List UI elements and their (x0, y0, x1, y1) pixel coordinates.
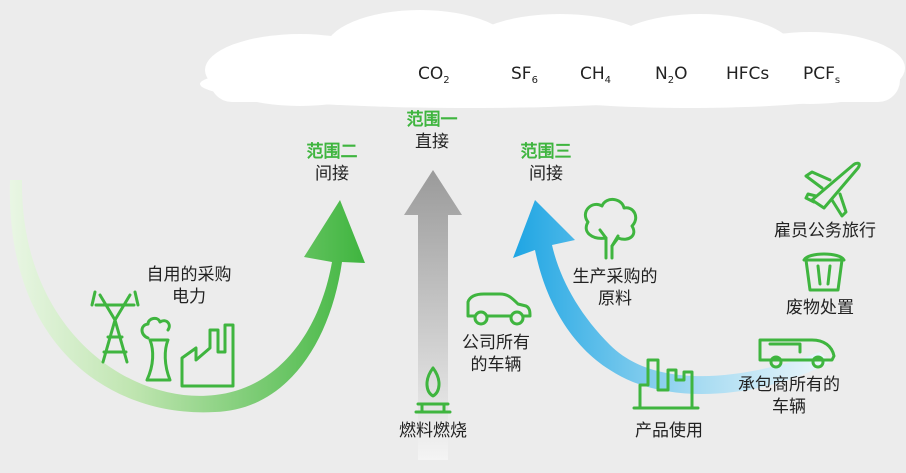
gas-cloud (200, 10, 905, 108)
label-line: 生产采购的 (572, 267, 658, 287)
label-contractor-vehicles: 承包商所有的 车辆 (724, 374, 854, 418)
scope1-arrow (404, 170, 462, 460)
label-line: 的车辆 (470, 355, 522, 375)
gas-co2: CO2 (418, 64, 450, 86)
label-product-use: 产品使用 (635, 421, 703, 441)
scope1-type: 直接 (415, 132, 449, 152)
gas-sf6: SF6 (511, 64, 538, 86)
scope2-title: 范围二 (306, 142, 358, 162)
scope2-label: 范围二 间接 (292, 141, 372, 185)
scope3-title: 范围三 (520, 142, 572, 162)
label-business-travel: 雇员公务旅行 (774, 221, 876, 241)
scope2-type: 间接 (315, 164, 349, 184)
buildings-icon (632, 358, 700, 410)
delivery-van-icon (758, 338, 836, 369)
gas-hfcs: HFCs (726, 64, 770, 84)
scope1-label: 范围一 直接 (392, 109, 472, 153)
flame-icon (414, 366, 452, 414)
label-fuel-combustion: 燃料燃烧 (399, 421, 467, 441)
scope3-label: 范围三 间接 (506, 141, 586, 185)
label-line: 原料 (598, 289, 632, 309)
label-line: 公司所有 (462, 333, 530, 353)
cooling-tower-icon (140, 316, 172, 382)
label-line: 自用的采购 (146, 265, 232, 285)
factory-icon (180, 323, 235, 388)
label-purchased-materials: 生产采购的 原料 (550, 266, 680, 310)
gas-pcfs: PCFs (803, 64, 841, 86)
power-pylon-icon (90, 290, 140, 364)
scope1-title: 范围一 (406, 110, 458, 130)
scope3-type: 间接 (529, 164, 563, 184)
tree-icon (583, 198, 638, 260)
scope3-arrow (513, 200, 830, 395)
trash-bin-icon (802, 252, 846, 292)
label-company-vehicles: 公司所有 的车辆 (436, 332, 556, 376)
label-purchased-electricity: 自用的采购 电力 (124, 264, 254, 308)
airplane-icon (804, 161, 861, 218)
label-line: 承包商所有的 (738, 375, 840, 395)
label-waste-disposal: 废物处置 (786, 298, 854, 318)
label-line: 电力 (172, 287, 206, 307)
gas-ch4: CH4 (580, 64, 612, 86)
gas-n2o: N2O (655, 64, 688, 86)
company-car-icon (466, 292, 532, 326)
label-line: 车辆 (772, 397, 806, 417)
